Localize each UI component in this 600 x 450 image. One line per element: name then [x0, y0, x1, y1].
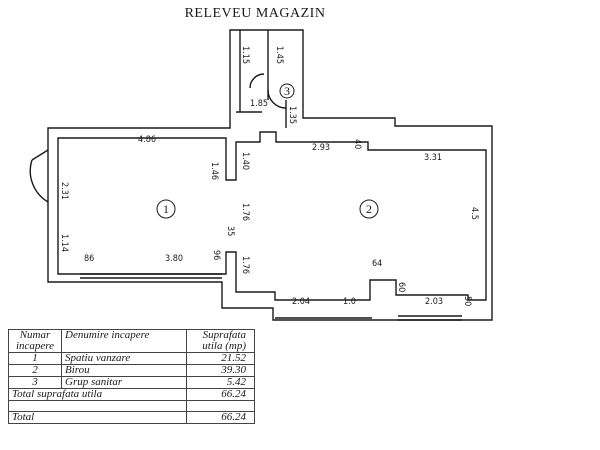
row-num: 3 — [8, 376, 62, 389]
dim-r2-bottom-small: 50 — [462, 296, 472, 306]
total-value: 66.24 — [186, 411, 255, 424]
dim-r2-top-small: 40 — [352, 139, 362, 149]
dim-r3-right-low: 1.35 — [287, 106, 297, 124]
dim-r2-notch-side: 60 — [396, 282, 406, 292]
dim-mid-top: 1.40 — [240, 152, 250, 170]
row-num: 1 — [8, 352, 62, 365]
wc-partition — [236, 30, 287, 128]
header-area: Suprafata utila (mp) — [186, 329, 255, 353]
row-name: Grup sanitar — [61, 376, 187, 389]
dim-mid-low: 1.76 — [240, 256, 250, 274]
dim-r2-bottom-left: 2.04 — [292, 297, 310, 307]
floor-plan: 1 2 3 4.86 1.46 2.31 1.14 86 3.80 96 1.4… — [29, 29, 493, 321]
dim-r1-right-top: 1.46 — [209, 162, 219, 180]
room-2-circle — [359, 199, 379, 219]
dim-r2-right: 4.5 — [469, 207, 479, 220]
entrance-door — [29, 149, 49, 203]
dim-r1-left-low: 1.14 — [59, 234, 69, 252]
dim-r2-bottom-mid: 1.0 — [343, 297, 356, 307]
plan-title: RELEVEU MAGAZIN — [184, 6, 326, 21]
row-area: 5.42 — [186, 376, 255, 389]
subtotal-value: 66.24 — [186, 388, 255, 401]
room-3-label: 3 — [284, 84, 290, 98]
dim-r1-bottom: 3.80 — [165, 254, 183, 264]
header-num: Numar incapere — [8, 329, 62, 353]
dim-r1-right-low: 96 — [211, 250, 221, 260]
dim-r2-notch-top: 64 — [372, 259, 382, 269]
room-2-label: 2 — [366, 202, 372, 216]
outer-wall — [47, 29, 493, 321]
inner-wall — [57, 131, 487, 301]
table-row: 1 Spatiu vanzare 21.52 — [8, 352, 255, 365]
window-bottom-left — [80, 273, 222, 279]
spacer-row — [8, 400, 255, 412]
wc-door-arc — [267, 89, 287, 109]
dim-r3-bottom: 1.85 — [250, 99, 268, 109]
subtotal-row: Total suprafata utila 66.24 — [8, 388, 255, 401]
window-bottom-right — [398, 315, 462, 321]
wc-inner-arc — [249, 73, 265, 89]
row-area: 21.52 — [186, 352, 255, 365]
table-row: 2 Birou 39.30 — [8, 364, 255, 377]
dim-r3-left-top: 1.15 — [240, 46, 250, 64]
dim-r1-left: 2.31 — [59, 182, 69, 200]
dim-r2-top-right: 3.31 — [424, 153, 442, 163]
total-label: Total — [8, 411, 187, 424]
header-name: Denumire incapere — [61, 329, 187, 353]
subtotal-label: Total suprafata utila — [8, 388, 187, 401]
dim-r1-top: 4.86 — [138, 135, 156, 145]
room-3-circle — [279, 83, 295, 99]
dim-r2-bottom-right: 2.03 — [425, 297, 443, 307]
room-1-label: 1 — [163, 202, 169, 216]
table-header-row: Numar incapere Denumire incapere Suprafa… — [8, 329, 255, 353]
total-row: Total 66.24 — [8, 411, 255, 424]
dim-r3-right-top: 1.45 — [274, 46, 284, 64]
dim-mid-center: 1.76 — [240, 203, 250, 221]
row-name: Spatiu vanzare — [61, 352, 187, 365]
dim-r2-top-left: 2.93 — [312, 143, 330, 153]
row-area: 39.30 — [186, 364, 255, 377]
row-num: 2 — [8, 364, 62, 377]
row-name: Birou — [61, 364, 187, 377]
dim-r1-bottom-small: 86 — [84, 254, 94, 264]
area-table: Numar incapere Denumire incapere Suprafa… — [8, 329, 255, 424]
table-row: 3 Grup sanitar 5.42 — [8, 376, 255, 389]
room-1-circle — [156, 199, 176, 219]
dim-mid-small: 35 — [225, 226, 235, 236]
